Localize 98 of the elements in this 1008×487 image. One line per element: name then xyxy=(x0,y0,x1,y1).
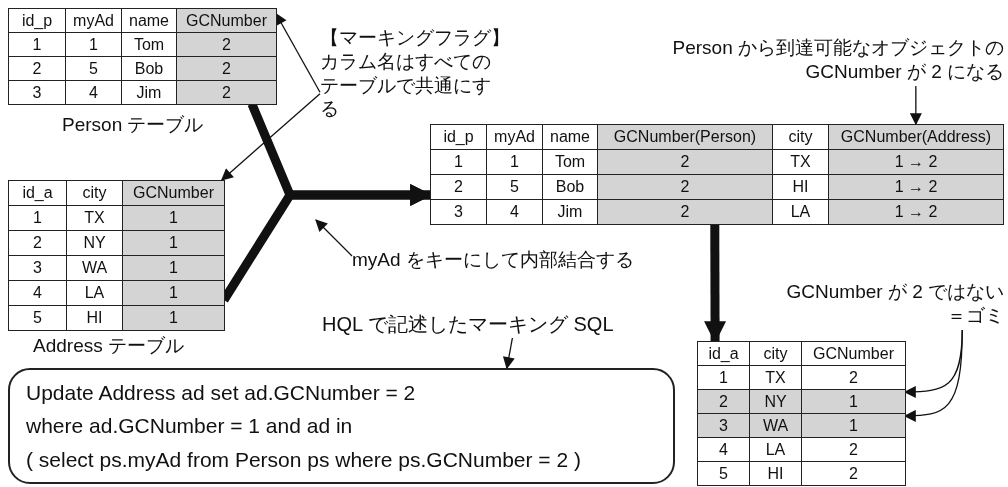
code-line: Update Address ad set ad.GCNumber = 2 xyxy=(26,380,417,407)
table-cell: city xyxy=(67,181,123,206)
table-cell: Jim xyxy=(122,81,177,105)
table-cell: 1 xyxy=(9,206,67,231)
table-cell: LA xyxy=(750,438,802,462)
table-cell: LA xyxy=(67,281,123,306)
code-line: where ad.GCNumber = 1 and ad in xyxy=(26,413,354,440)
table-cell: 4 xyxy=(487,200,543,225)
data-table xyxy=(8,180,225,331)
table-cell: 1 → 2 xyxy=(829,175,1004,200)
code-line: ( select ps.myAd from Person ps where ps.GCNumber = 2 ) xyxy=(26,446,582,473)
table-cell: LA xyxy=(773,200,829,225)
table-cell: 1 xyxy=(66,33,122,57)
table-cell: 1 xyxy=(123,281,225,306)
table-cell: 1 xyxy=(802,414,906,438)
arrow xyxy=(502,337,515,370)
table-cell: HI xyxy=(750,462,802,486)
table-cell: 2 xyxy=(698,390,750,414)
table-cell: myAd xyxy=(66,9,122,33)
thick-arrow xyxy=(704,224,727,344)
table-cell: 2 xyxy=(802,366,906,390)
table-cell: 1 → 2 xyxy=(829,200,1004,225)
table-cell: 1 xyxy=(123,206,225,231)
table-cell: GCNumber xyxy=(177,9,277,33)
table-cell: id_a xyxy=(9,181,67,206)
table-cell: 1 xyxy=(802,390,906,414)
table-cell: 2 xyxy=(9,57,66,81)
table-cell: 5 xyxy=(487,175,543,200)
table-cell: 2 xyxy=(431,175,487,200)
table-cell: 2 xyxy=(802,462,906,486)
table-cell: id_a xyxy=(698,342,750,366)
table-cell: Jim xyxy=(543,200,598,225)
table-cell: 1 xyxy=(9,33,66,57)
data-table xyxy=(8,8,277,105)
table-cell: 2 xyxy=(598,175,773,200)
table-cell: 4 xyxy=(9,281,67,306)
annotation-text: HQL で記述したマーキング SQL xyxy=(322,312,614,337)
table-cell: HI xyxy=(773,175,829,200)
table-cell: myAd xyxy=(487,125,543,150)
table-cell: Tom xyxy=(543,150,598,175)
table-cell: 2 xyxy=(598,200,773,225)
table-cell: 2 xyxy=(9,231,67,256)
annotation-text: カラム名はすべてのテーブルで共通にする xyxy=(320,49,492,121)
table-cell: GCNumber(Address) xyxy=(829,125,1004,150)
data-table xyxy=(430,124,1004,225)
table-caption: Address テーブル xyxy=(33,334,184,358)
arrow xyxy=(315,219,353,257)
table-cell: 1 → 2 xyxy=(829,150,1004,175)
table-cell: 4 xyxy=(66,81,122,105)
annotation-text: myAd をキーにして内部結合する xyxy=(352,248,634,272)
data-table xyxy=(697,341,906,486)
table-cell: TX xyxy=(773,150,829,175)
table-cell: 1 xyxy=(698,366,750,390)
arrow xyxy=(909,85,922,126)
annotation-text: GCNumber が 2 ではない＝ゴミ xyxy=(785,280,1004,328)
table-cell: name xyxy=(543,125,598,150)
table-cell: city xyxy=(773,125,829,150)
table-cell: Bob xyxy=(122,57,177,81)
table-cell: id_p xyxy=(9,9,66,33)
table-cell: id_p xyxy=(431,125,487,150)
table-cell: city xyxy=(750,342,802,366)
table-cell: 4 xyxy=(698,438,750,462)
table-cell: NY xyxy=(67,231,123,256)
table-cell: 3 xyxy=(431,200,487,225)
arrow xyxy=(220,93,321,181)
table-cell: 5 xyxy=(698,462,750,486)
table-cell: name xyxy=(122,9,177,33)
table-cell: WA xyxy=(67,256,123,281)
annotation-text: 【マーキングフラグ】 xyxy=(320,26,510,50)
table-cell: 1 xyxy=(123,256,225,281)
table-cell: 2 xyxy=(177,33,277,57)
table-cell: 2 xyxy=(177,57,277,81)
table-cell: 1 xyxy=(487,150,543,175)
table-cell: GCNumber xyxy=(123,181,225,206)
table-cell: Tom xyxy=(122,33,177,57)
table-cell: GCNumber(Person) xyxy=(598,125,773,150)
table-cell: 2 xyxy=(802,438,906,462)
table-cell: 5 xyxy=(9,306,67,331)
table-cell: 5 xyxy=(66,57,122,81)
table-cell: 2 xyxy=(177,81,277,105)
arrow xyxy=(275,12,321,93)
table-cell: 2 xyxy=(598,150,773,175)
table-cell: 3 xyxy=(9,81,66,105)
table-cell: WA xyxy=(750,414,802,438)
code-box xyxy=(8,368,675,484)
table-cell: 1 xyxy=(123,231,225,256)
table-cell: HI xyxy=(67,306,123,331)
table-cell: 1 xyxy=(431,150,487,175)
table-cell: NY xyxy=(750,390,802,414)
annotation-text: Person から到達可能なオブジェクトのGCNumber が 2 になる xyxy=(671,36,1004,84)
table-cell: TX xyxy=(750,366,802,390)
table-cell: Bob xyxy=(543,175,598,200)
table-caption: Person テーブル xyxy=(62,113,204,137)
table-cell: TX xyxy=(67,206,123,231)
table-cell: 3 xyxy=(9,256,67,281)
table-cell: 3 xyxy=(698,414,750,438)
table-cell: GCNumber xyxy=(802,342,906,366)
table-cell: 1 xyxy=(123,306,225,331)
